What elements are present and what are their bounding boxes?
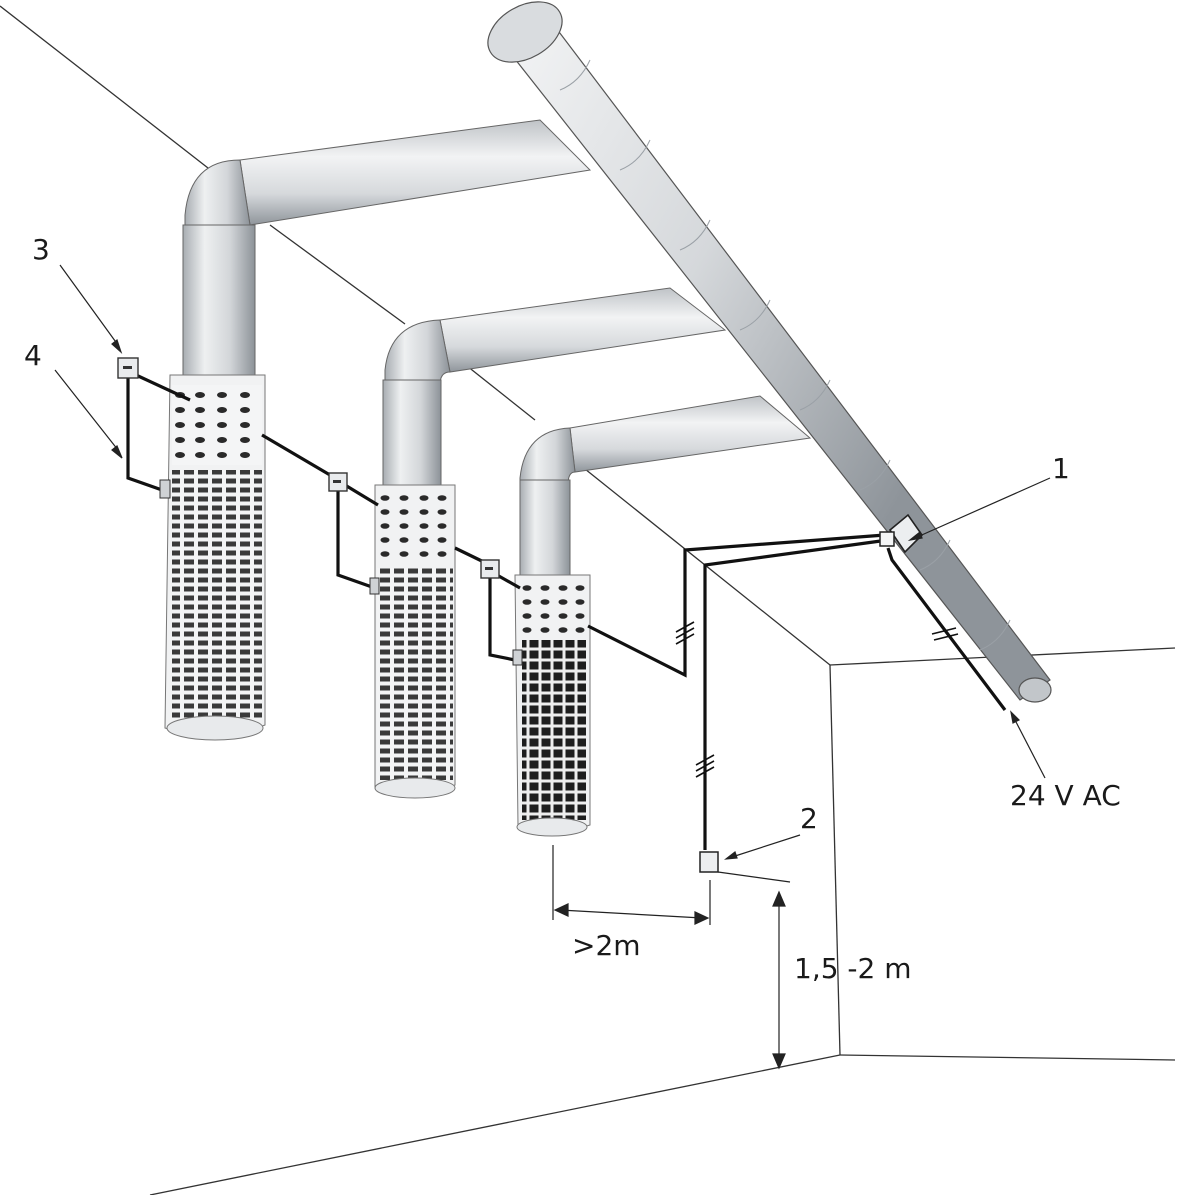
- label-height: 1,5 -2 m: [794, 952, 912, 985]
- duct-sensor-2: [328, 472, 348, 492]
- branch-duct-3: [519, 395, 812, 486]
- damper-1: [159, 479, 171, 499]
- vertical-duct-2: [382, 379, 442, 491]
- diffuser-3: [514, 574, 591, 837]
- duct-sensor-1: [117, 357, 139, 379]
- label-2: 2: [800, 802, 818, 835]
- room-sensor: [699, 851, 791, 883]
- label-1: 1: [1052, 452, 1070, 485]
- duct-sensor-3: [480, 559, 500, 579]
- dimension-lines: [552, 845, 786, 1070]
- label-distance: >2m: [572, 929, 641, 962]
- diffuser-1: [164, 374, 266, 741]
- label-3: 3: [32, 233, 50, 266]
- damper-3: [512, 649, 523, 666]
- branch-duct-1: [184, 119, 592, 236]
- cable-break-marks: [675, 621, 959, 778]
- wiring: [126, 373, 1007, 850]
- branch-duct-2: [384, 287, 727, 386]
- leader-lines: [54, 264, 1051, 860]
- vertical-duct-3: [519, 479, 571, 576]
- label-4: 4: [24, 339, 42, 372]
- label-voltage: 24 V AC: [1010, 779, 1121, 812]
- vertical-duct-1: [182, 224, 256, 376]
- diffuser-2: [374, 484, 456, 799]
- damper-2: [369, 577, 380, 595]
